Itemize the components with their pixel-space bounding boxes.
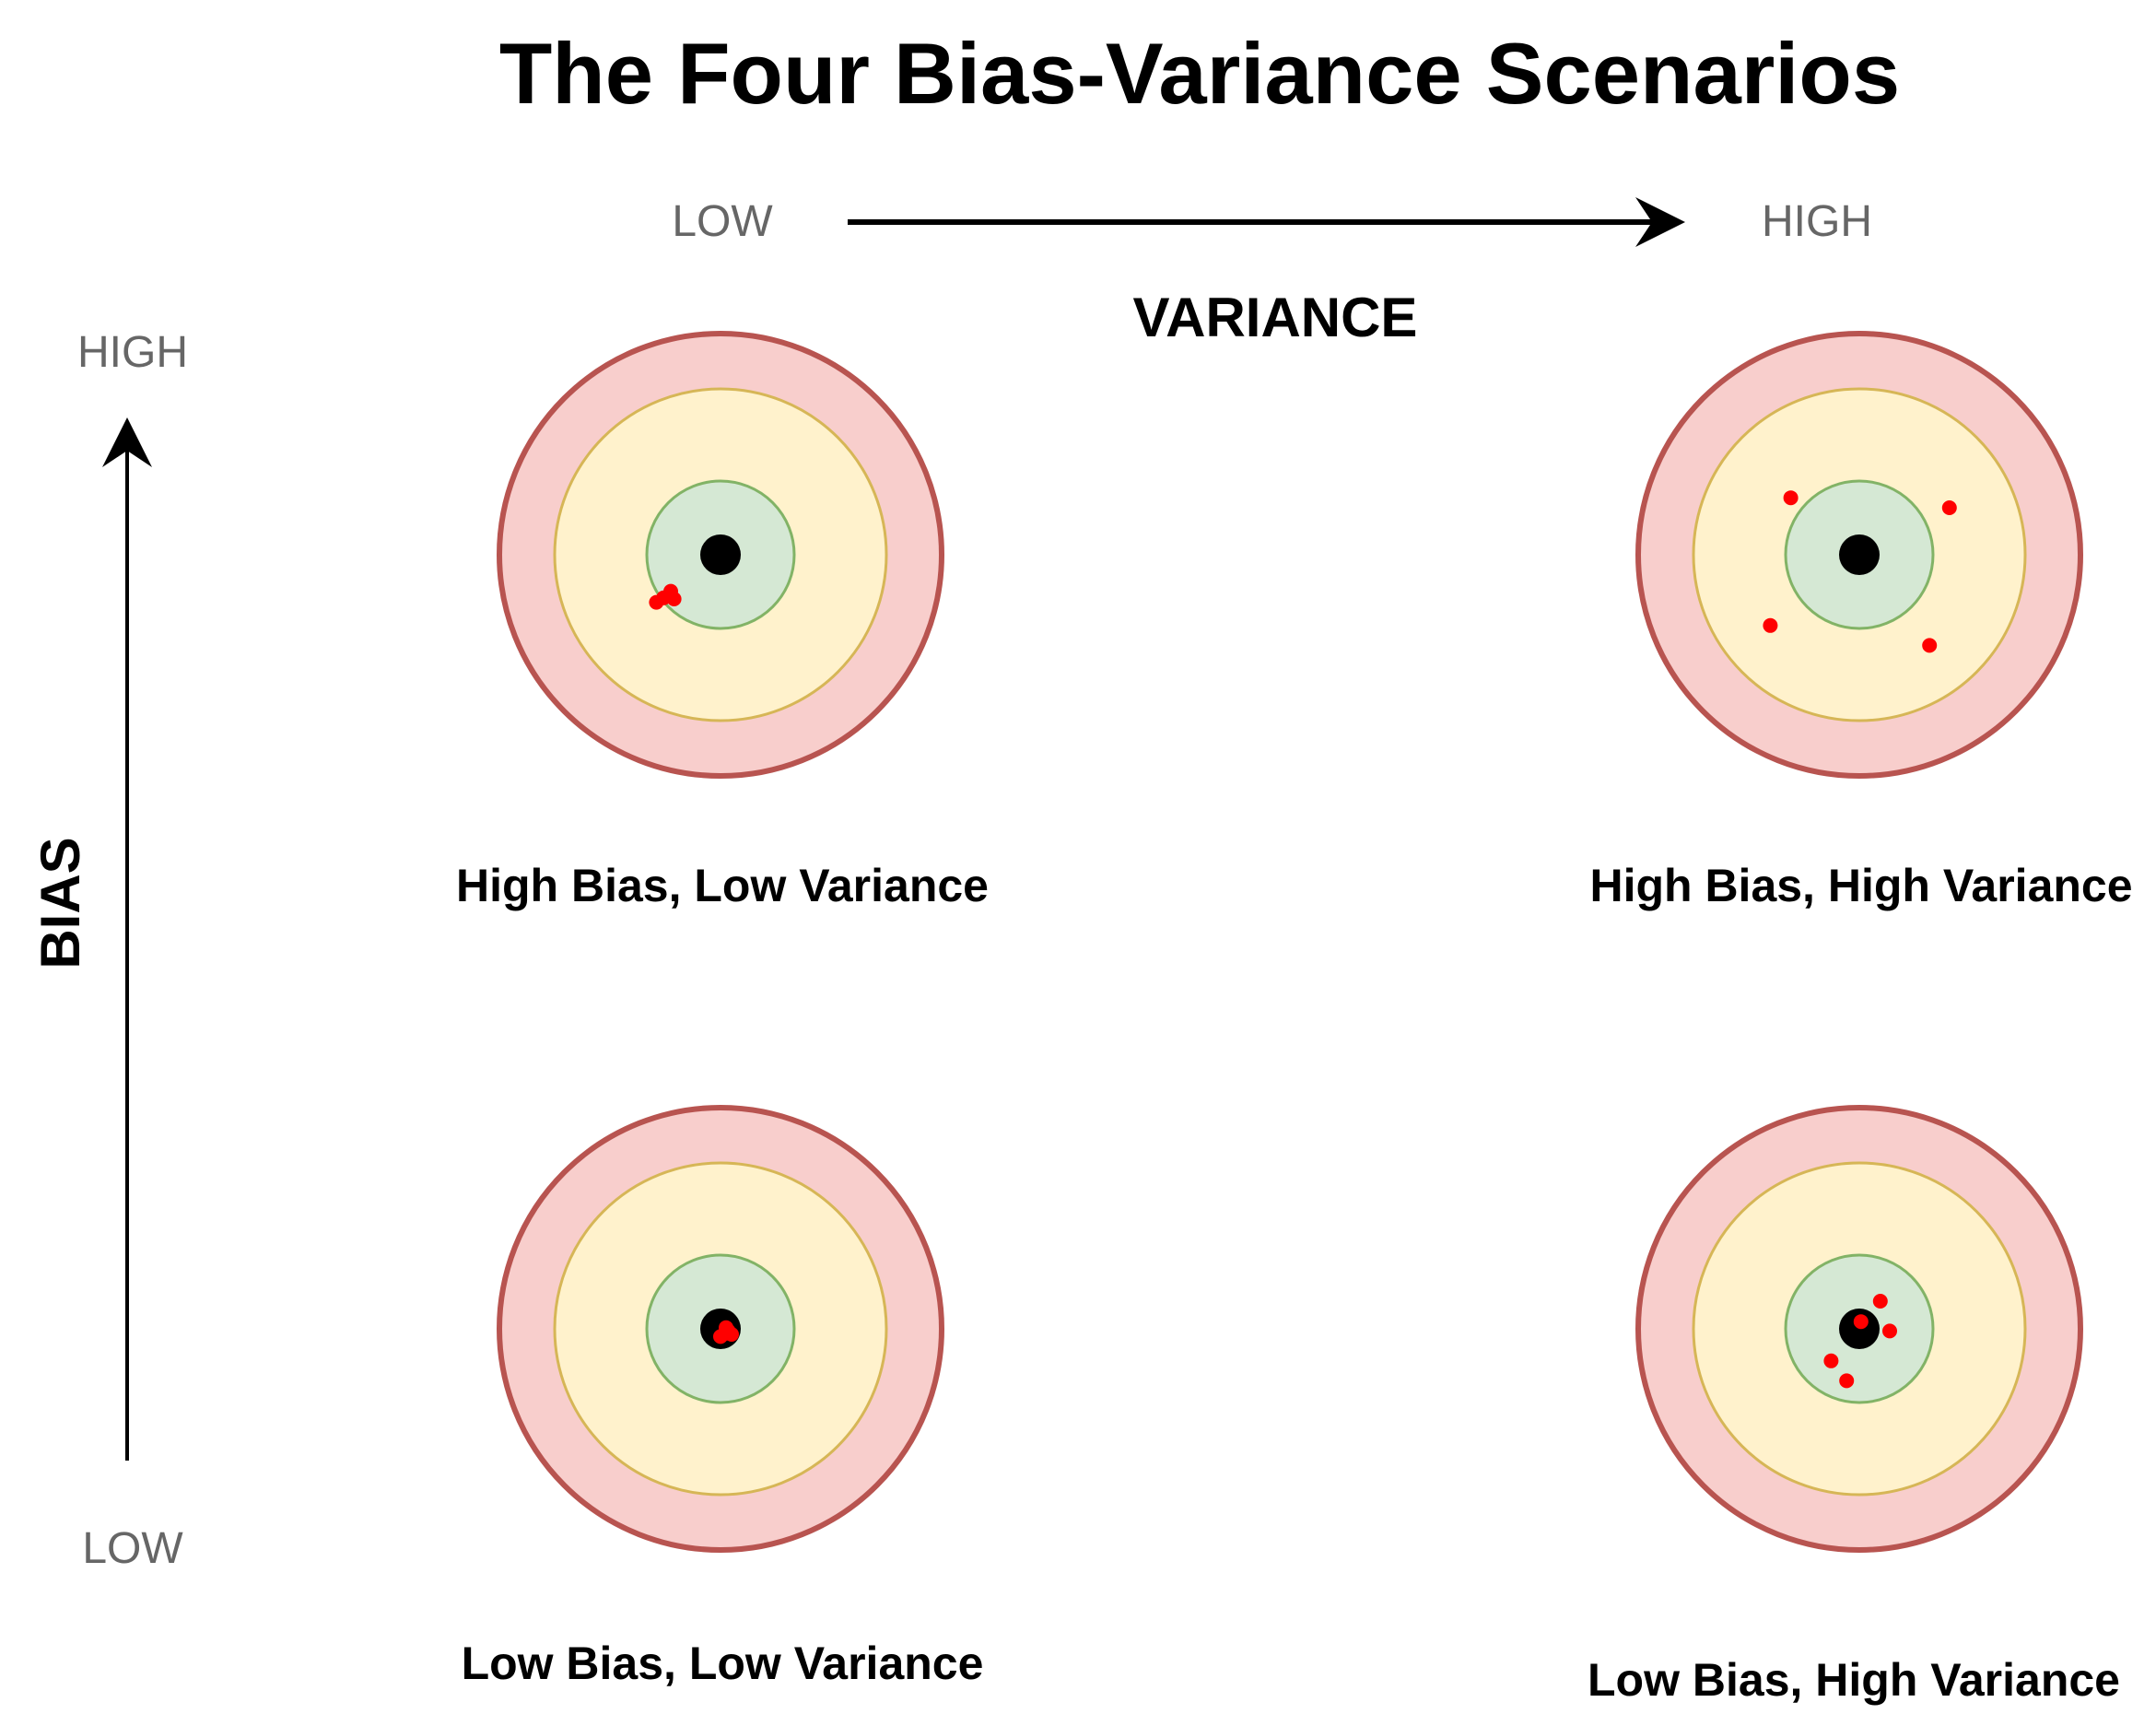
panel-label-high-bias-low-variance: High Bias, Low Variance	[456, 860, 989, 911]
hit-point	[1853, 1314, 1869, 1330]
hit-point	[1823, 1353, 1839, 1368]
panel-label-low-bias-high-variance: Low Bias, High Variance	[1588, 1654, 2120, 1706]
hit-point	[721, 1323, 736, 1339]
bias-axis-title: BIAS	[29, 837, 91, 969]
hit-point	[1783, 490, 1799, 506]
bullseye	[1839, 534, 1880, 575]
bias-high-label: HIGH	[77, 328, 188, 377]
target-low-bias-low-variance: Low Bias, Low Variance	[462, 1105, 984, 1689]
hit-point	[1763, 617, 1778, 633]
bias-low-label: LOW	[82, 1524, 183, 1573]
hit-point	[1941, 500, 1957, 515]
variance-high-label: HIGH	[1762, 197, 1872, 246]
bullseye	[1839, 1309, 1880, 1349]
target-low-bias-high-variance: Low Bias, High Variance	[1588, 1105, 2120, 1706]
hit-point	[1882, 1323, 1897, 1339]
target-high-bias-high-variance: High Bias, High Variance	[1589, 331, 2133, 911]
hit-point	[1872, 1294, 1888, 1309]
diagram-title: The Four Bias-Variance Scenarios	[499, 25, 1900, 122]
variance-axis-title: VARIANCE	[1133, 287, 1418, 348]
hit-point	[1922, 638, 1938, 653]
panel-label-high-bias-high-variance: High Bias, High Variance	[1589, 860, 2132, 911]
panel-label-low-bias-low-variance: Low Bias, Low Variance	[462, 1638, 984, 1689]
targets-group: High Bias, Low Variance High Bias, High V…	[456, 331, 2133, 1706]
bullseye	[700, 534, 741, 575]
hit-point	[1839, 1373, 1855, 1389]
target-high-bias-low-variance: High Bias, Low Variance	[456, 331, 989, 911]
hit-point	[666, 592, 682, 606]
variance-low-label: LOW	[672, 197, 773, 246]
